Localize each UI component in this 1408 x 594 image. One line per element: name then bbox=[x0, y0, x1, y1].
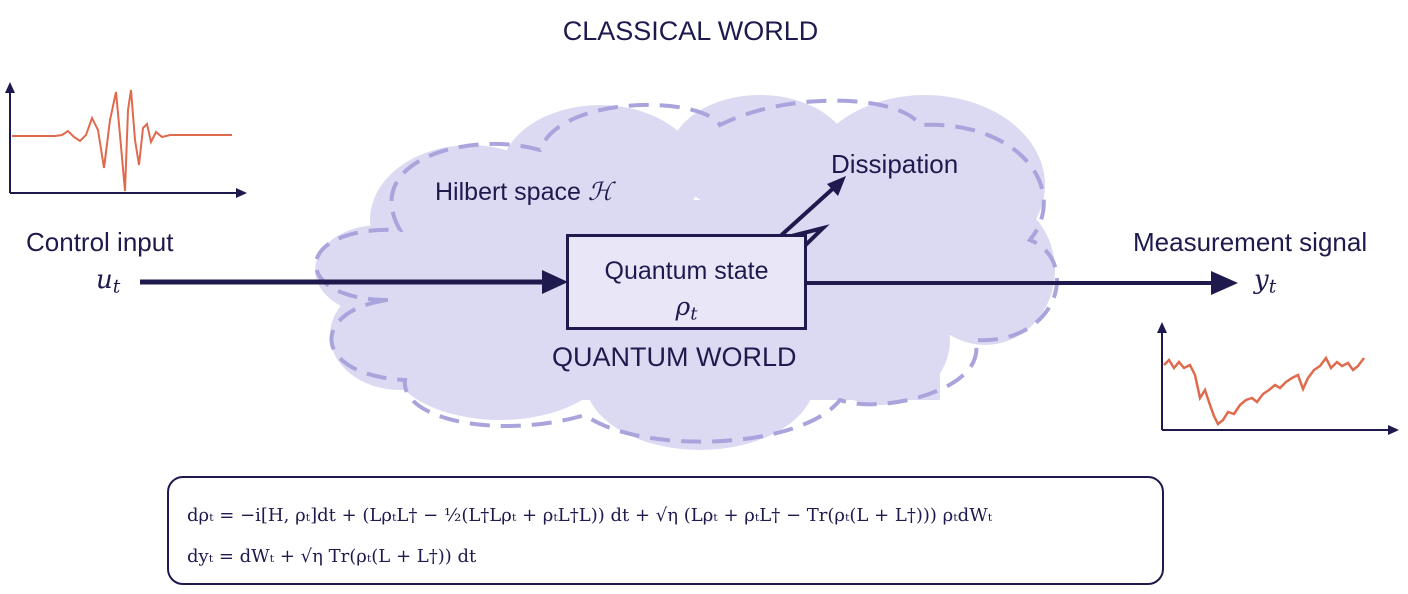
quantum-state-box: Quantum state ρt bbox=[566, 234, 807, 330]
measurement-signal-label: Measurement signal bbox=[1133, 227, 1368, 257]
hilbert-space-label: Hilbert space ℋ bbox=[435, 177, 613, 207]
quantum-world-title: QUANTUM WORLD bbox=[552, 342, 797, 372]
measurement-signal-plot bbox=[1157, 322, 1399, 435]
state-symbol-base: ρ bbox=[675, 292, 691, 321]
control-input-arrow bbox=[140, 270, 568, 294]
measurement-symbol-subscript: t bbox=[1268, 276, 1277, 298]
measurement-plot-y-arrow bbox=[1157, 322, 1167, 333]
state-symbol-subscript: t bbox=[690, 303, 698, 325]
control-input-symbol: ut bbox=[96, 265, 120, 298]
quantum-state-label: Quantum state bbox=[604, 257, 769, 285]
control-symbol-base: u bbox=[96, 265, 113, 295]
dissipation-label: Dissipation bbox=[831, 149, 959, 179]
hilbert-space-text: Hilbert space bbox=[435, 178, 588, 206]
measurement-waveform bbox=[1163, 355, 1365, 426]
control-plot-y-arrow bbox=[5, 82, 15, 93]
quantum-state-symbol: ρt bbox=[569, 292, 804, 325]
measurement-plot-x-arrow bbox=[1388, 425, 1399, 435]
measurement-equation: dyₜ = dWₜ + √η Tr(ρₜ(L + L†)) dt bbox=[187, 546, 477, 567]
measurement-signal-symbol: yt bbox=[1254, 265, 1276, 298]
control-symbol-subscript: t bbox=[112, 276, 121, 298]
classical-world-title: CLASSICAL WORLD bbox=[562, 16, 819, 46]
control-waveform bbox=[12, 89, 232, 192]
hilbert-space-symbol: ℋ bbox=[587, 177, 613, 206]
state-evolution-equation: dρₜ = −i[H, ρₜ]dt + (LρₜL† − ½(L†Lρₜ + ρ… bbox=[187, 505, 993, 526]
control-input-label: Control input bbox=[26, 227, 174, 257]
measurement-symbol-base: y bbox=[1254, 265, 1269, 295]
equation-box: dρₜ = −i[H, ρₜ]dt + (LρₜL† − ½(L†Lρₜ + ρ… bbox=[167, 476, 1164, 585]
control-plot-x-arrow bbox=[236, 188, 247, 198]
control-signal-plot bbox=[5, 82, 247, 198]
measurement-output-arrow bbox=[807, 271, 1238, 295]
